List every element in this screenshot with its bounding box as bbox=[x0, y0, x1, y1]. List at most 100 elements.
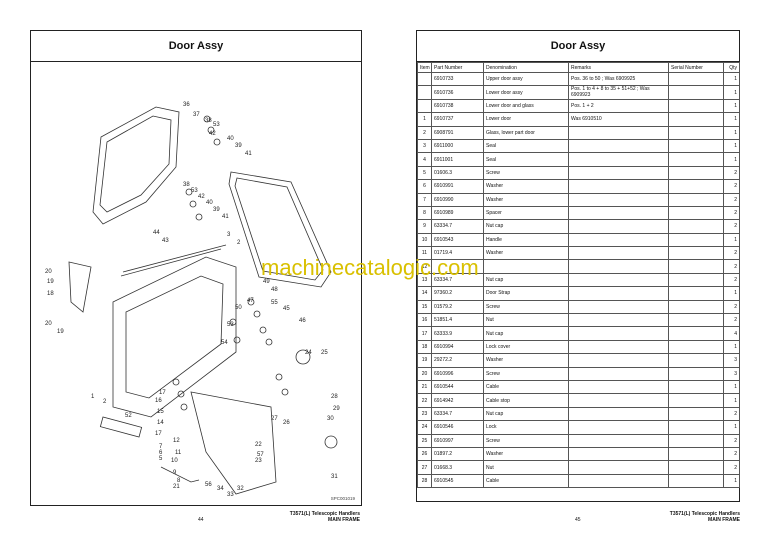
svg-text:10: 10 bbox=[171, 458, 178, 464]
page-number-right: 45 bbox=[575, 517, 581, 523]
cell-denomination: Cable stop bbox=[483, 393, 569, 408]
cell-denomination: Screw bbox=[483, 165, 569, 181]
cell-remarks bbox=[568, 393, 669, 408]
cell-item: 25 bbox=[417, 433, 432, 448]
cell-part-number: 63334.7 bbox=[431, 272, 484, 288]
svg-text:7: 7 bbox=[159, 444, 163, 450]
cell-denomination: Seal bbox=[483, 138, 569, 154]
cell-denomination: Washer bbox=[483, 246, 569, 261]
cell-remarks bbox=[568, 272, 669, 288]
cell-remarks bbox=[568, 259, 669, 274]
cell-qty: 1 bbox=[723, 339, 740, 355]
lower-door-panel bbox=[112, 256, 237, 418]
lower-frame-part bbox=[190, 391, 277, 495]
svg-text:41: 41 bbox=[245, 151, 252, 157]
cell-serial-number bbox=[668, 85, 724, 100]
cell-item: 3 bbox=[417, 138, 432, 154]
cell-part-number: 6911001 bbox=[431, 152, 484, 167]
cell-item: 21 bbox=[417, 379, 432, 395]
cell-serial-number bbox=[668, 71, 724, 87]
cell-denomination: Glass, lower part door bbox=[483, 125, 569, 140]
cell-denomination: Handle bbox=[483, 232, 569, 248]
col-header-qty: Qty bbox=[723, 62, 740, 73]
cell-item: 12 bbox=[417, 259, 432, 274]
footer-left-line2: MAIN FRAME bbox=[328, 517, 360, 523]
cell-denomination: Lock bbox=[483, 420, 569, 435]
cell-qty: 2 bbox=[723, 192, 740, 207]
left-page-title: Door Assy bbox=[31, 31, 361, 62]
cell-part-number: 6910989 bbox=[431, 205, 484, 221]
cell-denomination: Nut bbox=[483, 460, 569, 475]
svg-text:54: 54 bbox=[221, 340, 228, 346]
lock-bracket bbox=[68, 261, 92, 313]
cell-denomination: Washer bbox=[483, 192, 569, 207]
svg-text:57: 57 bbox=[257, 452, 264, 458]
cell-item: 18 bbox=[417, 339, 432, 355]
svg-text:12: 12 bbox=[173, 438, 180, 444]
cell-remarks bbox=[568, 326, 669, 341]
svg-text:36: 36 bbox=[183, 102, 190, 108]
cell-remarks bbox=[568, 353, 669, 368]
cell-part-number: 6910545 bbox=[431, 473, 484, 489]
cell-remarks bbox=[568, 232, 669, 248]
svg-text:44: 44 bbox=[153, 230, 160, 236]
cell-qty: 2 bbox=[723, 246, 740, 261]
svg-text:5: 5 bbox=[159, 456, 163, 462]
col-header-serial: Serial Number bbox=[668, 62, 724, 73]
lock-cover bbox=[324, 435, 338, 449]
cell-denomination: Spacer bbox=[483, 205, 569, 221]
svg-text:53: 53 bbox=[191, 188, 198, 194]
cell-item: 9 bbox=[417, 219, 432, 234]
rear-glass-inner bbox=[234, 177, 324, 281]
page-number-left: 44 bbox=[198, 517, 204, 523]
cell-denomination: Screw bbox=[483, 433, 569, 448]
cell-part-number: 6911000 bbox=[431, 138, 484, 154]
cell-remarks bbox=[568, 138, 669, 154]
cell-item bbox=[417, 71, 432, 87]
svg-text:56: 56 bbox=[205, 482, 212, 488]
rear-glass-panel bbox=[228, 171, 332, 288]
footer-right-line2: MAIN FRAME bbox=[708, 517, 740, 523]
cell-part-number: 6910546 bbox=[431, 420, 484, 435]
cell-serial-number bbox=[668, 165, 724, 181]
cell-item: 14 bbox=[417, 286, 432, 301]
cell-remarks bbox=[568, 165, 669, 181]
cell-qty: 1 bbox=[723, 138, 740, 154]
cell-remarks bbox=[568, 406, 669, 422]
svg-text:14: 14 bbox=[157, 420, 164, 426]
cell-serial-number bbox=[668, 393, 724, 408]
svg-text:38: 38 bbox=[205, 118, 212, 124]
cell-remarks bbox=[568, 379, 669, 395]
cell-remarks: Pos. 1 to 4 + 8 to 35 + 51+52 ; Was 6909… bbox=[568, 85, 669, 100]
svg-text:48: 48 bbox=[271, 287, 278, 293]
svg-text:37: 37 bbox=[193, 112, 200, 118]
cell-item: 1 bbox=[417, 112, 432, 127]
cell-remarks bbox=[568, 299, 669, 315]
cell-item: 24 bbox=[417, 420, 432, 435]
cell-item: 28 bbox=[417, 473, 432, 489]
svg-text:41: 41 bbox=[222, 214, 229, 220]
svg-text:46: 46 bbox=[299, 318, 306, 324]
cell-part-number: 6910991 bbox=[431, 179, 484, 194]
cell-serial-number bbox=[668, 272, 724, 288]
svg-text:19: 19 bbox=[47, 279, 54, 285]
cell-qty: 1 bbox=[723, 112, 740, 127]
cell-remarks bbox=[568, 473, 669, 489]
cell-item: 19 bbox=[417, 353, 432, 368]
